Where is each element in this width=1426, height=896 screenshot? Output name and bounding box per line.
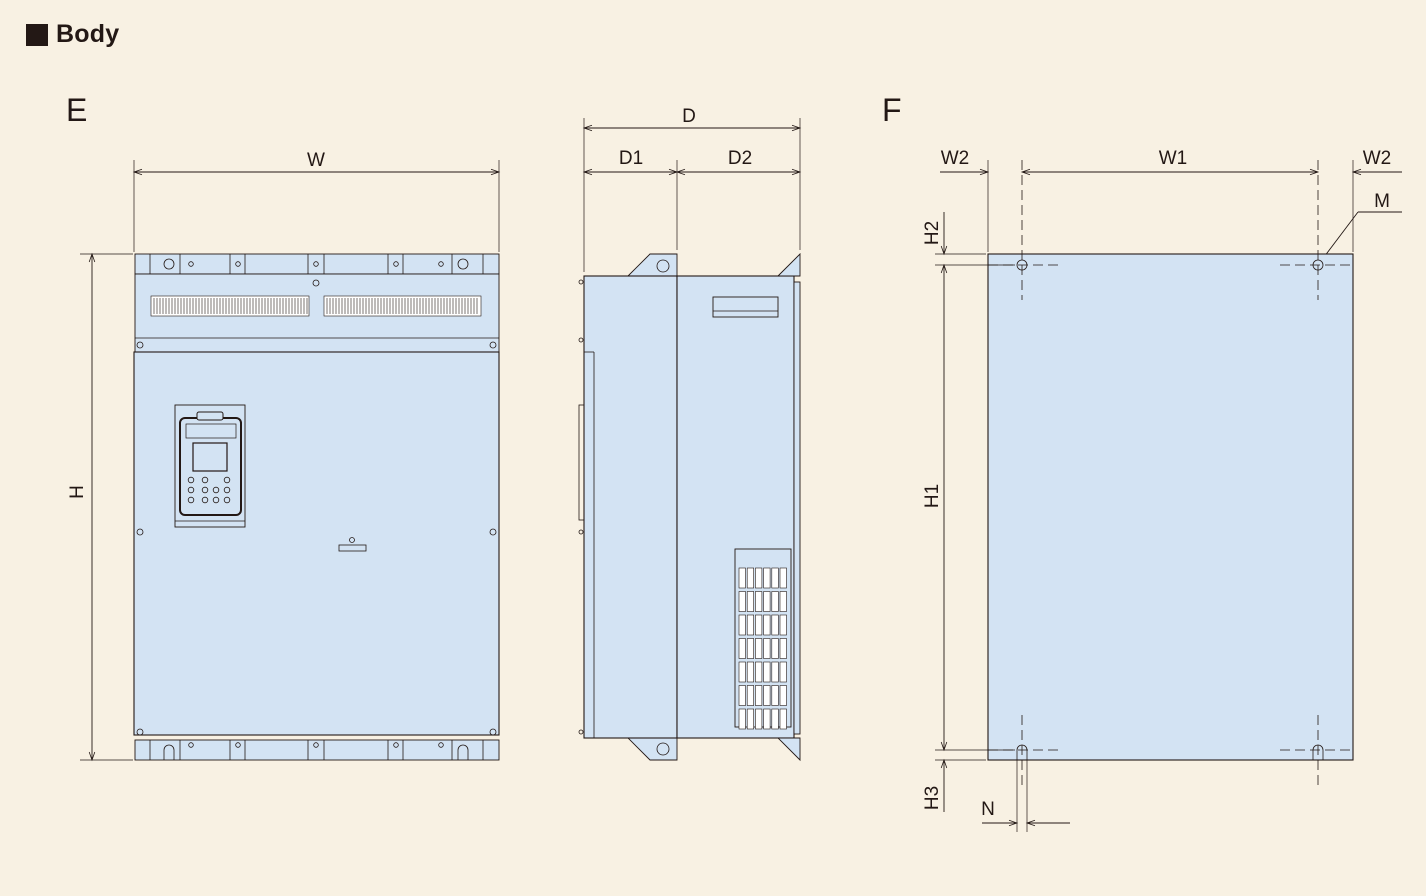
depth-rear-label: D2 bbox=[728, 148, 752, 169]
mount-height-dimensions: H2 H1 H3 bbox=[922, 212, 1015, 812]
mounting-view-label: F bbox=[882, 92, 902, 128]
depth-split-dimension: D1 D2 bbox=[582, 148, 802, 250]
slot-width-dimension: N bbox=[981, 760, 1070, 832]
depth-dimension: D bbox=[582, 106, 802, 272]
mount-width-dimensions: W2 W1 W2 bbox=[940, 148, 1402, 252]
mount-side-margin-right-label: W2 bbox=[1363, 148, 1392, 169]
section-heading: Body bbox=[26, 20, 119, 49]
width-dimension: W bbox=[132, 150, 501, 252]
mount-bottom-margin-label: H3 bbox=[922, 786, 943, 810]
width-label: W bbox=[307, 150, 325, 171]
mount-top-margin-label: H2 bbox=[922, 221, 943, 245]
keypad bbox=[174, 404, 246, 528]
vent-slots-right bbox=[323, 295, 482, 317]
mounting-plate bbox=[987, 253, 1354, 761]
mount-pitch-width-label: W1 bbox=[1159, 148, 1188, 169]
mount-slot-bottom-left bbox=[1016, 744, 1028, 760]
front-view-label: E bbox=[66, 92, 87, 128]
heading-title: Body bbox=[56, 20, 120, 48]
mount-side-margin-left-label: W2 bbox=[941, 148, 970, 169]
height-label: H bbox=[67, 485, 88, 499]
side-front-part bbox=[583, 275, 678, 739]
depth-label: D bbox=[682, 106, 696, 127]
slot-width-label: N bbox=[981, 799, 995, 820]
bottom-bracket bbox=[134, 739, 500, 761]
mount-hole-top-right bbox=[1312, 259, 1324, 271]
heading-square-icon bbox=[26, 23, 48, 46]
height-dimension: H bbox=[67, 252, 133, 762]
depth-front-label: D1 bbox=[619, 148, 643, 169]
side-view: D D1 D2 bbox=[578, 106, 802, 762]
front-view: E W H bbox=[66, 92, 501, 762]
vent-slots-left bbox=[150, 295, 310, 317]
mount-pitch-height-label: H1 bbox=[922, 484, 943, 508]
mount-hole-label: M bbox=[1374, 191, 1390, 212]
mount-slot-bottom-right bbox=[1312, 744, 1324, 760]
top-bracket bbox=[134, 253, 500, 275]
mount-hole-top-left bbox=[1016, 259, 1028, 271]
mounting-view: F W2 W1 W2 M bbox=[882, 92, 1402, 832]
